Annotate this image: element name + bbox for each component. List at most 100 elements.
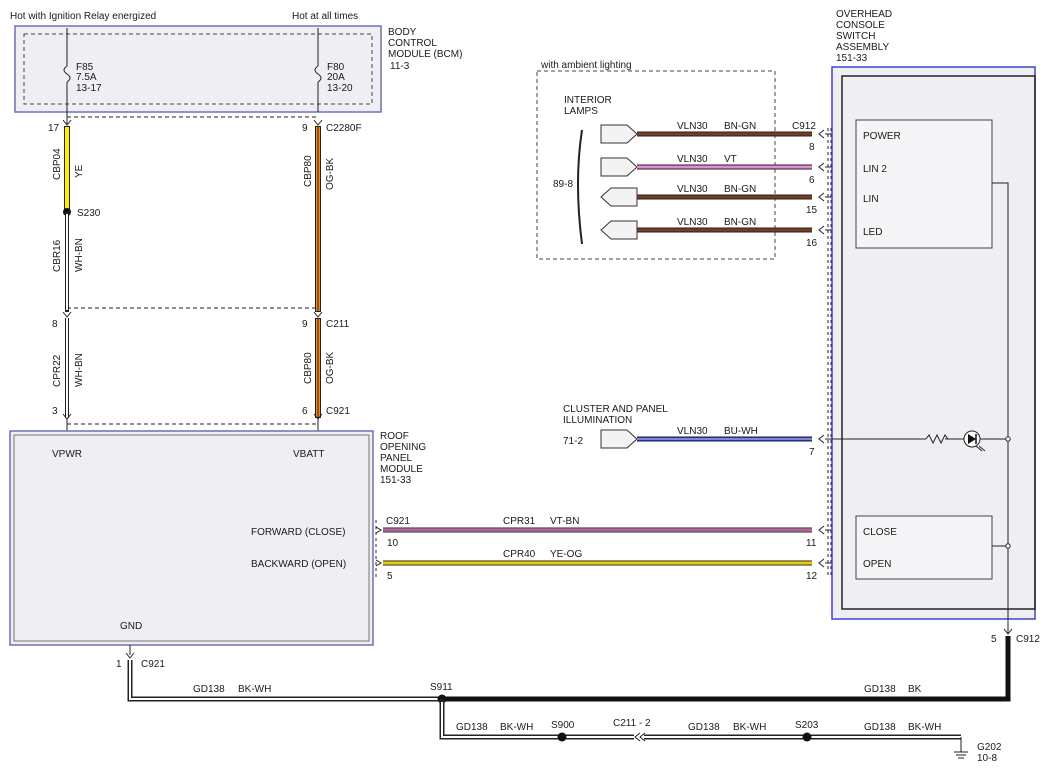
lamp-connector-2 [600, 157, 638, 177]
overhead-lin-label: LIN [863, 194, 879, 205]
overhead-open-label: OPEN [863, 559, 891, 570]
lamp-wire-2-color: VT [724, 154, 737, 165]
right-pin-9b: 9 [302, 319, 308, 330]
lamp-wire-4-color: BN-GN [724, 217, 756, 228]
interior-lamps-ref: 89-8 [553, 179, 573, 190]
bcm-module [14, 25, 382, 113]
wire-cpr40 [375, 558, 856, 568]
ropm-gnd-pin: 1 [116, 659, 122, 670]
gnd-seg3-circuit: GD138 [864, 722, 896, 733]
overhead-power-label: POWER [863, 131, 901, 142]
overhead-gnd-connector: C912 [1016, 634, 1040, 645]
ropm-backward-label: BACKWARD (OPEN) [251, 559, 346, 570]
connector-c912-top: C912 [792, 121, 816, 132]
ground-g202: G202 [977, 742, 1002, 753]
lamp-connector-4 [600, 220, 638, 240]
fuse-f80-symbol [314, 28, 322, 112]
cpr31-color: VT-BN [550, 516, 579, 527]
cpr40-pin: 12 [806, 571, 818, 582]
left-color-ye: YE [74, 164, 85, 178]
overhead-gnd-pin: 5 [991, 634, 997, 645]
overhead-title-2: CONSOLE [836, 20, 885, 31]
overhead-title-1: OVERHEAD [836, 9, 892, 20]
ropm-gnd-connector: C921 [141, 659, 165, 670]
gnd-seg3-color: BK-WH [908, 722, 941, 733]
gnd-left-circuit: GD138 [193, 684, 225, 695]
cluster-connector [600, 429, 638, 449]
left-pin-17: 17 [48, 123, 60, 134]
always-hot-label: Hot at all times [292, 11, 358, 22]
right-branch-wires [313, 119, 323, 432]
interior-lamps-title-2: LAMPS [564, 106, 598, 117]
overhead-input-block [855, 119, 993, 249]
fuse-f85-name: F85 [76, 62, 94, 73]
overhead-switch-block [855, 515, 993, 580]
ignition-power-label: Hot with Ignition Relay energized [10, 11, 156, 22]
ropm-gnd-label: GND [120, 621, 142, 632]
connector-c921-top: C921 [326, 406, 350, 417]
right-circuit-cbp80: CBP80 [303, 155, 314, 187]
interior-lamps-bracket [577, 129, 583, 245]
ropm-title-1: ROOF [380, 431, 409, 442]
splice-s911: S911 [430, 682, 453, 693]
lamp-wire-3-pin: 15 [806, 205, 818, 216]
lamp-wire-2-circuit: VLN30 [677, 154, 708, 165]
overhead-ref: 151-33 [836, 53, 868, 64]
cluster-ref: 71-2 [563, 436, 583, 447]
ambient-lighting-label: with ambient lighting [540, 60, 632, 71]
left-pin-3: 3 [52, 406, 58, 417]
splice-s230: S230 [77, 208, 101, 219]
gnd-left-color: BK-WH [238, 684, 271, 695]
lamp-wire-2 [637, 162, 856, 172]
ropm-bwd-pin: 5 [387, 571, 393, 582]
fuse-f80-ref: 13-20 [327, 83, 353, 94]
cluster-wire [637, 434, 825, 444]
wire-cpr31 [375, 525, 856, 535]
ropm-title-2: OPENING [380, 442, 426, 453]
overhead-close-label: CLOSE [863, 527, 897, 538]
lamp-connector-1 [600, 124, 638, 144]
bcm-title-1: BODY [388, 27, 417, 38]
right-circuit-cbp80-2: CBP80 [303, 352, 314, 384]
left-color-wh-bn: WH-BN [74, 238, 85, 272]
connector-c2280f: C2280F [326, 123, 362, 134]
cluster-title-1: CLUSTER AND PANEL [563, 404, 668, 415]
left-pin-8: 8 [52, 319, 58, 330]
lamp-wire-4-pin: 16 [806, 238, 818, 249]
right-pin-6: 6 [302, 406, 308, 417]
cpr40-circuit: CPR40 [503, 549, 536, 560]
lamp-wire-4-circuit: VLN30 [677, 217, 708, 228]
cpr31-circuit: CPR31 [503, 516, 536, 527]
ground-wiring [125, 636, 1011, 759]
right-color-og-bk-2: OG-BK [325, 351, 336, 384]
left-circuit-cbr16: CBR16 [52, 239, 63, 272]
ropm-vbatt-label: VBATT [293, 449, 324, 460]
gnd-seg1-circuit: GD138 [456, 722, 488, 733]
ground-ref: 10-8 [977, 753, 997, 764]
fuse-f80-rating: 20A [327, 72, 345, 83]
cpr31-pin: 11 [806, 538, 817, 549]
led-icon [963, 430, 986, 452]
connector-c211: C211 [326, 319, 350, 330]
gnd-seg2-circuit: GD138 [688, 722, 720, 733]
gnd-seg2-color: BK-WH [733, 722, 766, 733]
overhead-internal-wiring [825, 182, 1011, 633]
ropm-title-3: PANEL [380, 453, 412, 464]
ropm-title-4: MODULE [380, 464, 423, 475]
gnd-seg1-color: BK-WH [500, 722, 533, 733]
bcm-title-3: MODULE (BCM) [388, 49, 462, 60]
ropm-forward-label: FORWARD (CLOSE) [251, 527, 345, 538]
connector-c211-2: C211 - 2 [613, 718, 651, 729]
ropm-fwd-pin: 10 [387, 538, 399, 549]
splice-s900: S900 [551, 720, 575, 731]
overhead-title-4: ASSEMBLY [836, 42, 889, 53]
bcm-title-2: CONTROL [388, 38, 437, 49]
gnd-right-color: BK [908, 684, 922, 695]
right-pin-9: 9 [302, 123, 308, 134]
left-branch-wires [62, 112, 72, 432]
ropm-connector-c921: C921 [386, 516, 410, 527]
lamp-wire-2-pin: 6 [809, 175, 815, 186]
overhead-gnd-arrow [1003, 628, 1013, 635]
fuse-f85-symbol [63, 28, 71, 112]
